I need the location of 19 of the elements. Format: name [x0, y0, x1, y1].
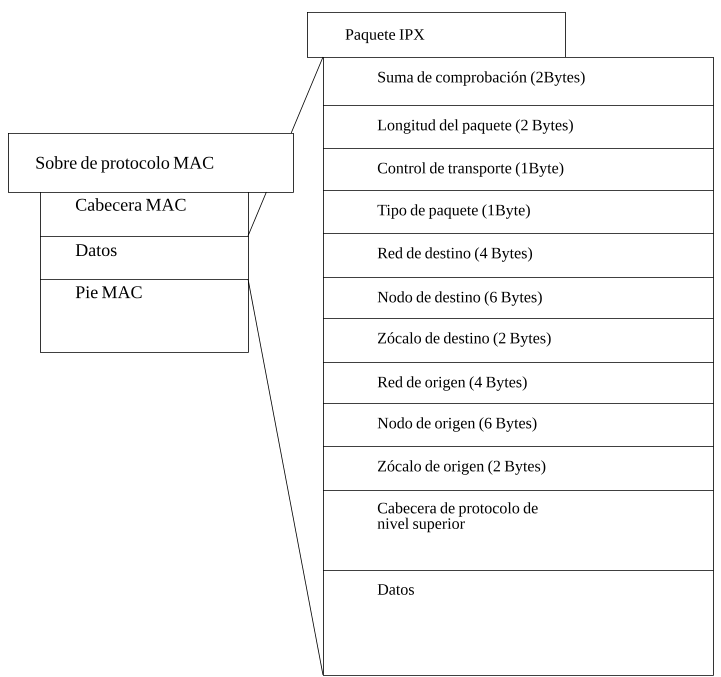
field-box: Suma de comprobación (2Bytes) [323, 57, 714, 106]
field-box: Longitud del paquete (2 Bytes) [323, 105, 714, 149]
field-box: Zócalo de destino (2 Bytes) [323, 318, 714, 363]
field-box: Tipo de paquete (1Byte) [323, 190, 714, 234]
field-box: Nodo de origen (6 Bytes) [323, 403, 714, 447]
header-box: Sobre de protocolo MAC [8, 133, 294, 193]
field-box: Control de transporte (1Byte) [323, 148, 714, 191]
expansion-line [248, 278, 324, 676]
field-box: Zócalo de origen (2 Bytes) [323, 446, 714, 491]
field-box: Datos [323, 570, 714, 676]
field-box: Red de destino (4 Bytes) [323, 233, 714, 278]
field-box: Cabecera MAC [40, 192, 249, 237]
header-box: Paquete IPX [307, 12, 566, 58]
field-box: Cabecera de protocolo de nivel superior [323, 490, 714, 571]
field-box: Nodo de destino (6 Bytes) [323, 277, 714, 319]
field-box: Red de origen (4 Bytes) [323, 362, 714, 404]
field-box: Datos [40, 236, 249, 280]
field-box: Pie MAC [40, 279, 249, 353]
expansion-line [248, 192, 267, 236]
